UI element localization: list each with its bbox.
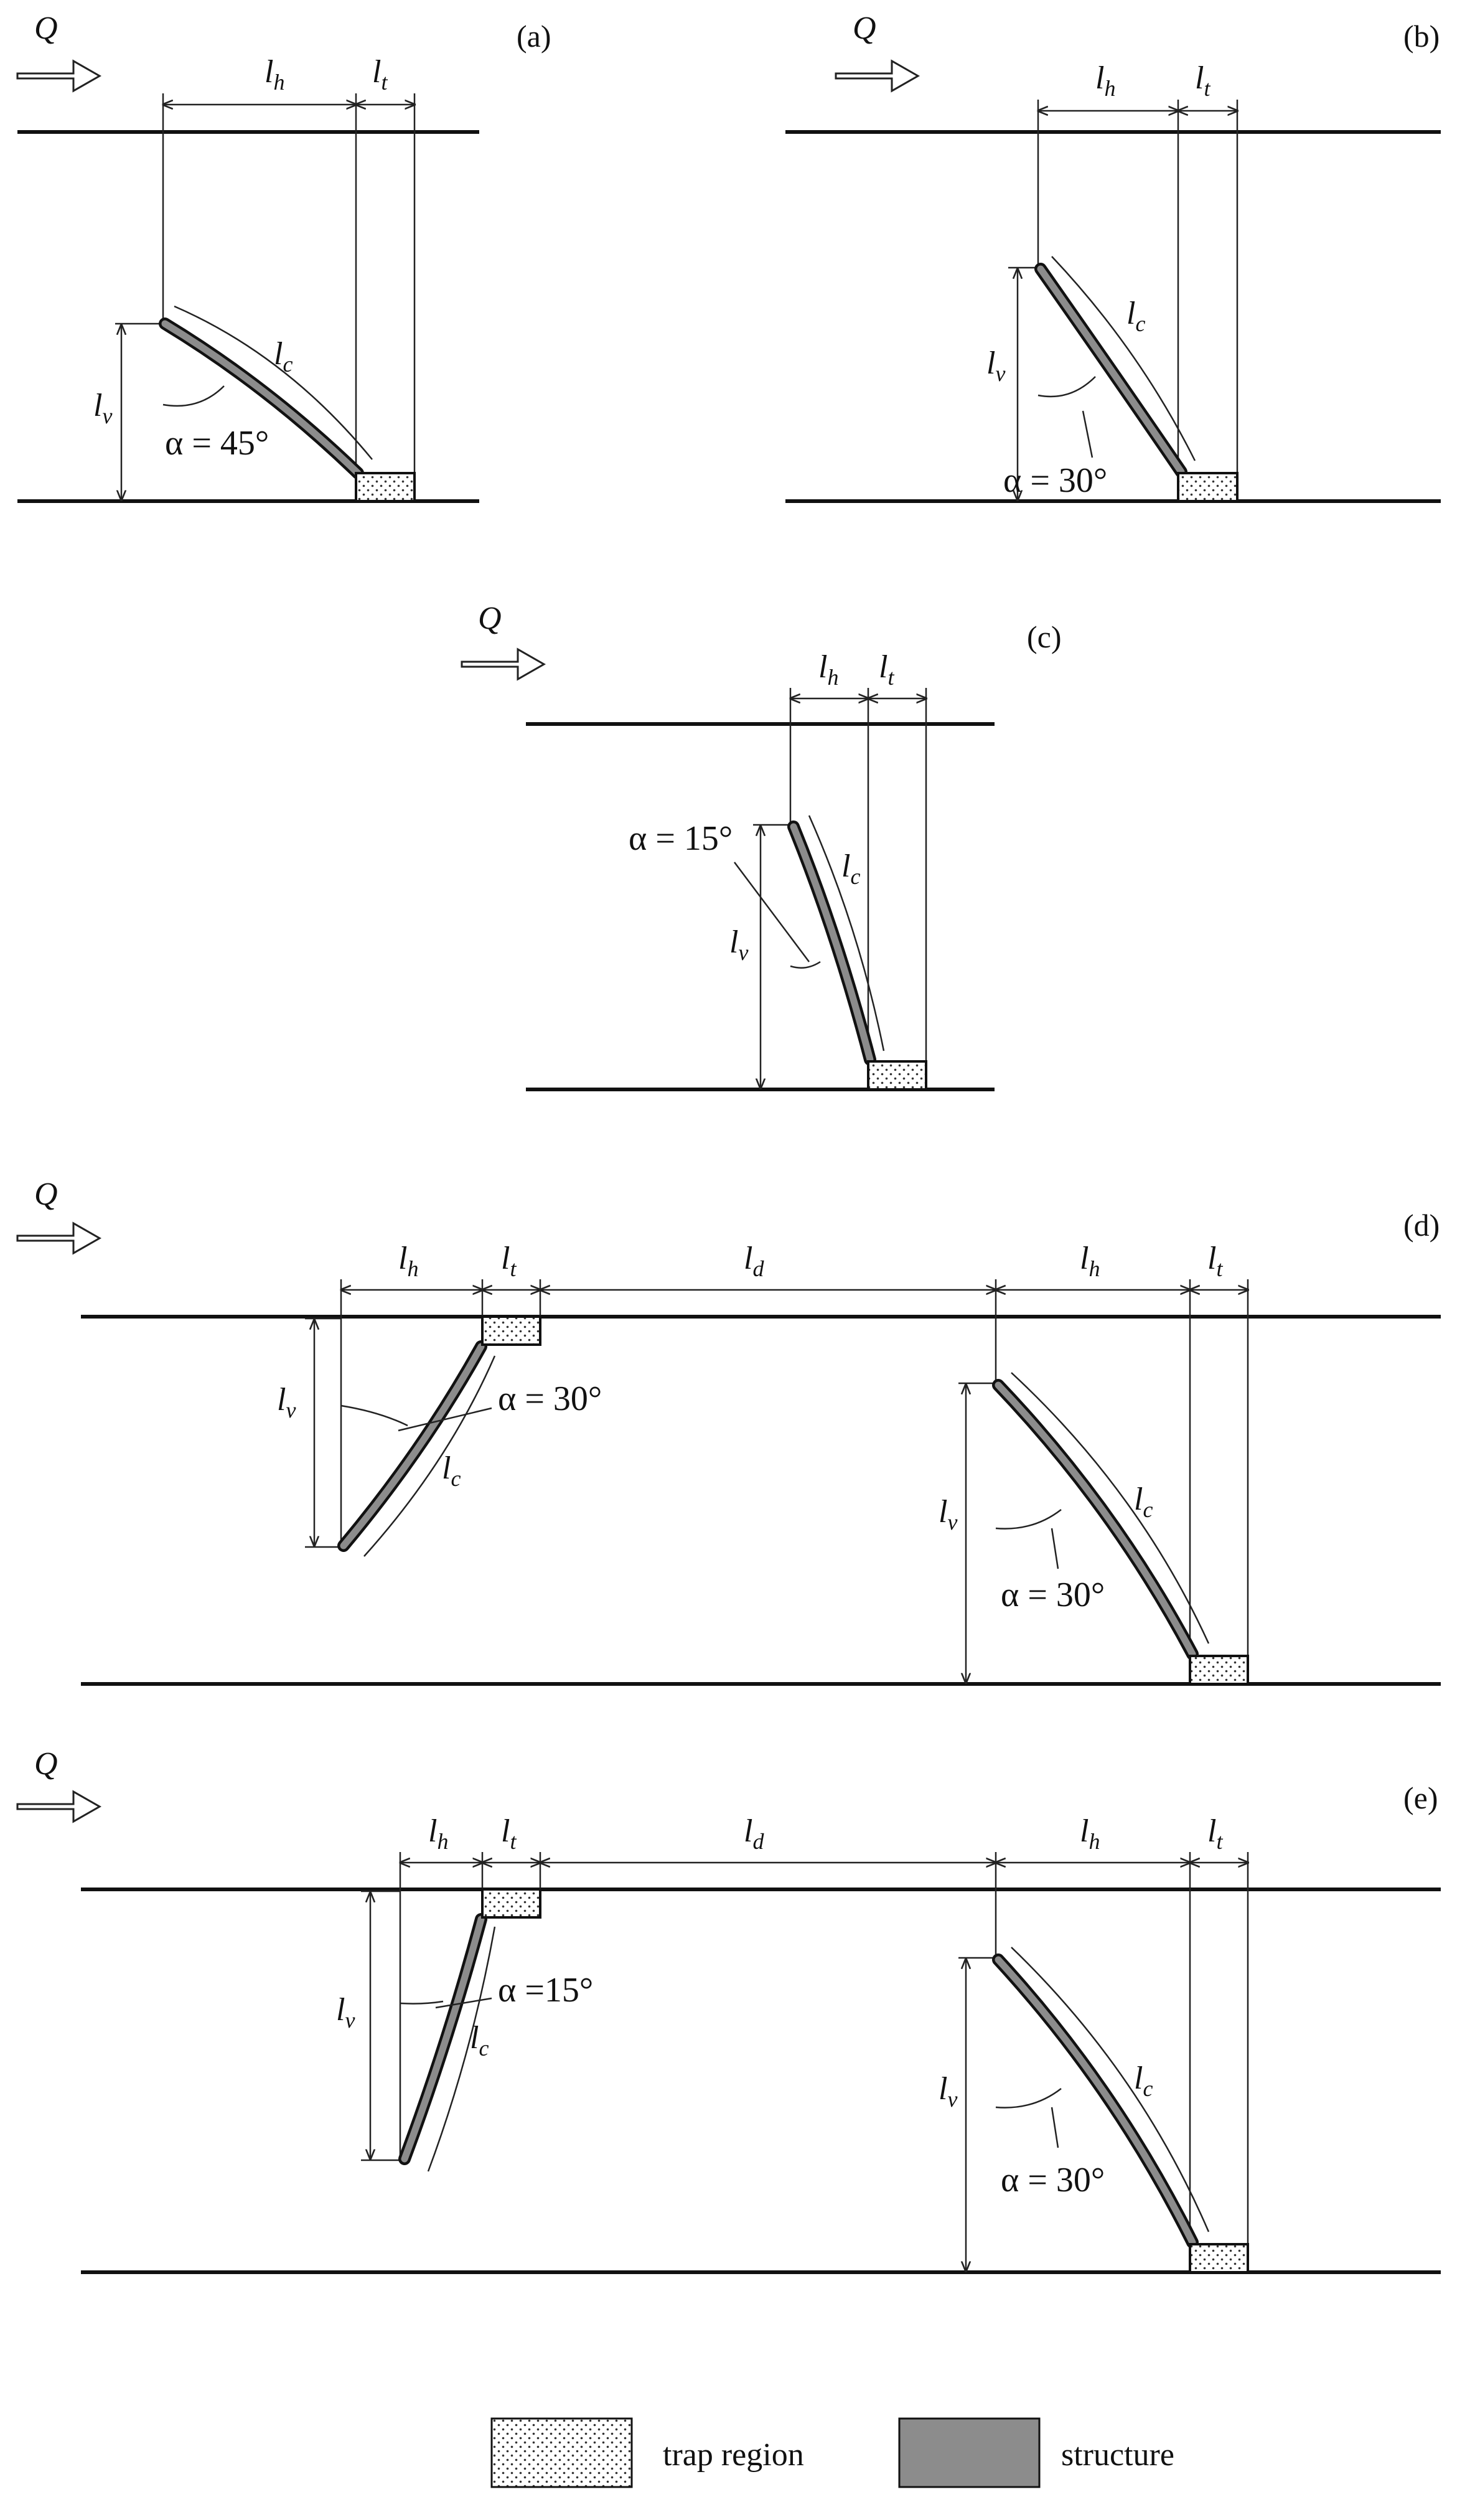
flow-arrow: Q [16, 11, 102, 93]
lt-label: lt [501, 1813, 517, 1854]
trap-region [1189, 2243, 1249, 2273]
panel-label-e: (e) [1403, 1780, 1438, 1815]
angle-label-c: α = 15° [629, 819, 733, 858]
structure-fill [401, 1916, 485, 2163]
angle-label-b: α = 30° [1003, 461, 1107, 500]
angle-arc [995, 1509, 1062, 1530]
angle-arc [1037, 376, 1096, 398]
angle-label-a: α = 45° [165, 424, 269, 463]
lt-label: lt [372, 54, 388, 95]
structure-fill [995, 1956, 1196, 2246]
trap-region [1177, 472, 1239, 502]
lv-label: lv [939, 1494, 957, 1535]
flow-label: Q [478, 601, 502, 636]
lc-label: lc [1134, 1482, 1153, 1522]
lc-dimension-arc [1011, 1947, 1210, 2232]
structure [992, 1953, 1199, 2249]
lc-label: lc [1126, 296, 1145, 336]
angle-leader [1051, 1528, 1059, 1569]
flow-arrow: Q [16, 1177, 102, 1255]
angle-leader [1051, 2107, 1059, 2148]
structure-fill [161, 320, 362, 477]
lv-label: lv [336, 1992, 355, 2033]
angle-label-e-right: α = 30° [1001, 2161, 1105, 2199]
lt-label: lt [1207, 1241, 1223, 1281]
panel-label-a: (a) [517, 19, 551, 54]
panel-label-b: (b) [1403, 19, 1440, 54]
lv-label: lv [93, 388, 112, 428]
structure-fill [995, 1381, 1196, 1658]
flow-label: Q [34, 1177, 58, 1212]
flow-arrow: Q [835, 11, 920, 93]
lh-label: lh [428, 1813, 448, 1854]
panel-d: Q (d) lh lt ld lv lc α = 30° lh [16, 1177, 1441, 1686]
lc-label: lc [470, 2020, 489, 2061]
lh-label: lh [265, 54, 284, 95]
angle-arc [400, 2000, 444, 2005]
lt-label: lt [1195, 60, 1210, 101]
flow-arrow: Q [16, 1746, 102, 1823]
lt-label: lt [1207, 1813, 1223, 1854]
legend-trap-label: trap region [663, 2437, 804, 2473]
angle-arc [162, 385, 225, 407]
panel-label-d: (d) [1403, 1208, 1440, 1243]
lh-label: lh [1080, 1813, 1100, 1854]
panel-a: Q (a) lh lt lv lc α = 45° [16, 11, 551, 503]
ld-label: ld [744, 1813, 764, 1854]
lc-label: lc [274, 336, 293, 377]
trap-region [481, 1315, 541, 1346]
structure-fill [790, 823, 874, 1063]
trap-region [1189, 1655, 1249, 1685]
panel-e: Q (e) lh lt ld lv lc α =15° lh l [16, 1746, 1441, 2274]
lh-label: lh [1080, 1241, 1100, 1281]
trap-region [481, 1888, 541, 1919]
angle-label-e-left: α =15° [498, 1971, 593, 2010]
lc-dimension-arc [363, 1355, 496, 1557]
lc-dimension-arc [1051, 256, 1196, 461]
lc-label: lc [841, 849, 860, 889]
flow-label: Q [34, 1746, 58, 1782]
ld-label: ld [744, 1241, 764, 1281]
lt-label: lt [501, 1241, 517, 1281]
lc-dimension-arc [808, 815, 885, 1051]
trap-region [355, 472, 416, 502]
angle-leader [398, 1407, 492, 1432]
angle-arc [340, 1404, 408, 1427]
lc-dimension-arc [174, 305, 373, 460]
trap-region [867, 1060, 927, 1091]
lv-label: lv [986, 346, 1005, 386]
legend: trap region structure [490, 2417, 1174, 2488]
angle-label-d-right: α = 30° [1001, 1576, 1105, 1614]
legend-structure-swatch [898, 2417, 1041, 2488]
angle-arc [790, 961, 821, 969]
lv-label: lv [729, 924, 748, 965]
legend-structure-label: structure [1061, 2437, 1174, 2473]
lh-label: lh [818, 649, 838, 690]
lh-label: lh [1095, 60, 1115, 101]
structure-fill [340, 1343, 485, 1549]
flow-arrow: Q [461, 601, 546, 681]
lh-label: lh [398, 1241, 418, 1281]
flow-label: Q [34, 11, 58, 46]
flow-label: Q [853, 11, 876, 46]
angle-leader [734, 862, 810, 962]
panel-b: Q (b) lh lt lv lc α = 30° [785, 11, 1441, 503]
lc-dimension-arc [427, 1926, 496, 2172]
structure-fill [1037, 265, 1185, 476]
legend-trap-swatch [490, 2417, 633, 2488]
angle-leader [435, 1997, 492, 2009]
panel-label-c: (c) [1027, 619, 1062, 654]
lc-label: lc [1134, 2061, 1153, 2101]
lv-label: lv [277, 1382, 296, 1422]
lv-label: lv [939, 2071, 957, 2112]
panel-c: Q (c) lh lt lv lc α = 15° [461, 601, 1062, 1091]
angle-arc [995, 2088, 1062, 2109]
lt-label: lt [879, 649, 894, 690]
angle-label-d-left: α = 30° [498, 1380, 602, 1418]
lc-dimension-arc [1011, 1372, 1210, 1644]
angle-leader [1082, 410, 1093, 458]
lc-label: lc [442, 1450, 461, 1491]
